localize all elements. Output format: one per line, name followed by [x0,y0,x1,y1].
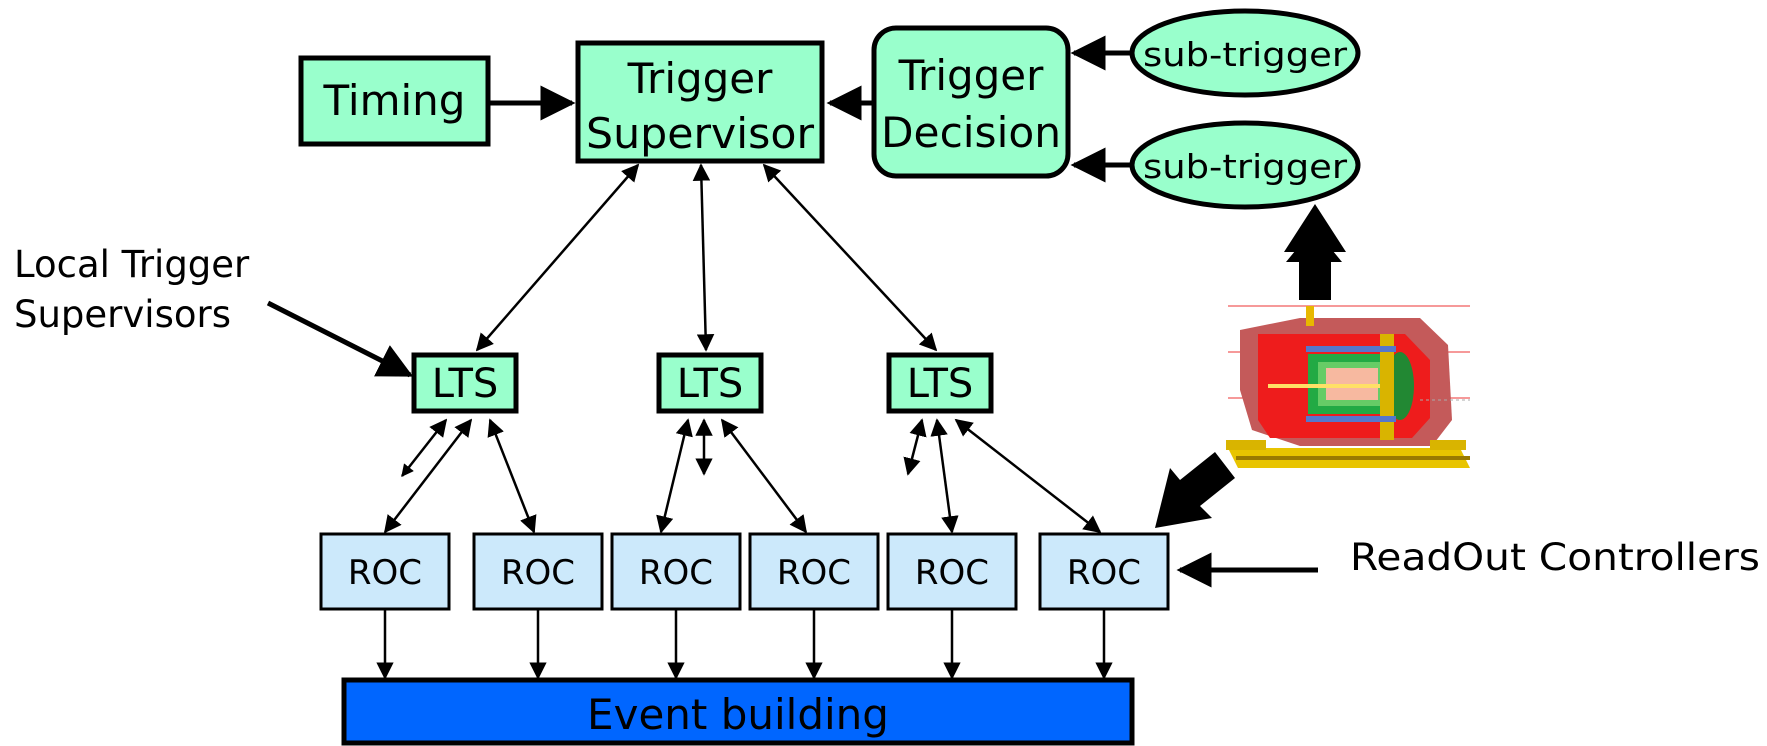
lts-box: LTS [411,352,519,414]
roc-box: ROC [886,532,1018,611]
lts-roc-arrow [383,418,473,534]
lts-roc-arrow [487,418,537,534]
block-arrow-down-left-icon [1155,452,1235,528]
detector-cutaway-icon [1226,305,1470,468]
timing-box: Timing [298,55,491,147]
roc-box: ROC [319,532,451,611]
sub-trigger-ellipse: sub-trigger [1129,120,1361,210]
sub-trigger-ellipse: sub-trigger [1129,8,1361,98]
lts-short-arrow [903,418,927,476]
roc-label: ROC [639,553,713,593]
roc-label: ROC [501,553,575,593]
roc-box: ROC [472,532,604,611]
lts-roc-arrow [720,418,808,534]
readout-controllers-label: ReadOut Controllers [1350,536,1760,579]
roc-box: ROC [748,532,880,611]
local-trigger-supervisors-label-line2: Supervisors [14,293,231,336]
lts-roc-arrow [930,418,959,534]
lts-pointer-arrow [266,300,414,378]
event-building-label: Event building [587,690,889,739]
sub-trigger-label: sub-trigger [1143,147,1347,186]
lts-box: LTS [656,352,764,414]
trigger-decision-label-line1: Trigger [898,51,1045,100]
block-arrow-up-icon [1284,204,1346,300]
roc-label: ROC [1067,553,1141,593]
supervisor-lts-arrow [762,163,938,352]
trigger-decision-box: Trigger Decision [871,25,1071,179]
trigger-supervisor-label-line1: Trigger [627,54,774,103]
trigger-supervisor-label-line2: Supervisor [586,109,815,158]
timing-label: Timing [323,76,466,125]
lts-label: LTS [432,361,499,407]
roc-label: ROC [915,553,989,593]
lts-roc-arrow [656,418,693,534]
sub-trigger-label: sub-trigger [1143,35,1347,74]
lts-label: LTS [907,361,974,407]
lts-short-arrow [401,418,448,477]
trigger-decision-label-line2: Decision [881,108,1061,157]
trigger-supervisor-box: Trigger Supervisor [575,40,825,164]
supervisor-lts-arrow [475,163,640,352]
roc-label: ROC [348,553,422,593]
lts-label: LTS [677,361,744,407]
roc-box: ROC [610,532,742,611]
event-building-bar: Event building [341,677,1135,746]
roc-box: ROC [1038,532,1170,611]
roc-label: ROC [777,553,851,593]
lts-roc-arrow [954,418,1102,534]
supervisor-lts-arrow [692,163,715,352]
lts-box: LTS [886,352,994,414]
local-trigger-supervisors-label-line1: Local Trigger [14,243,250,286]
